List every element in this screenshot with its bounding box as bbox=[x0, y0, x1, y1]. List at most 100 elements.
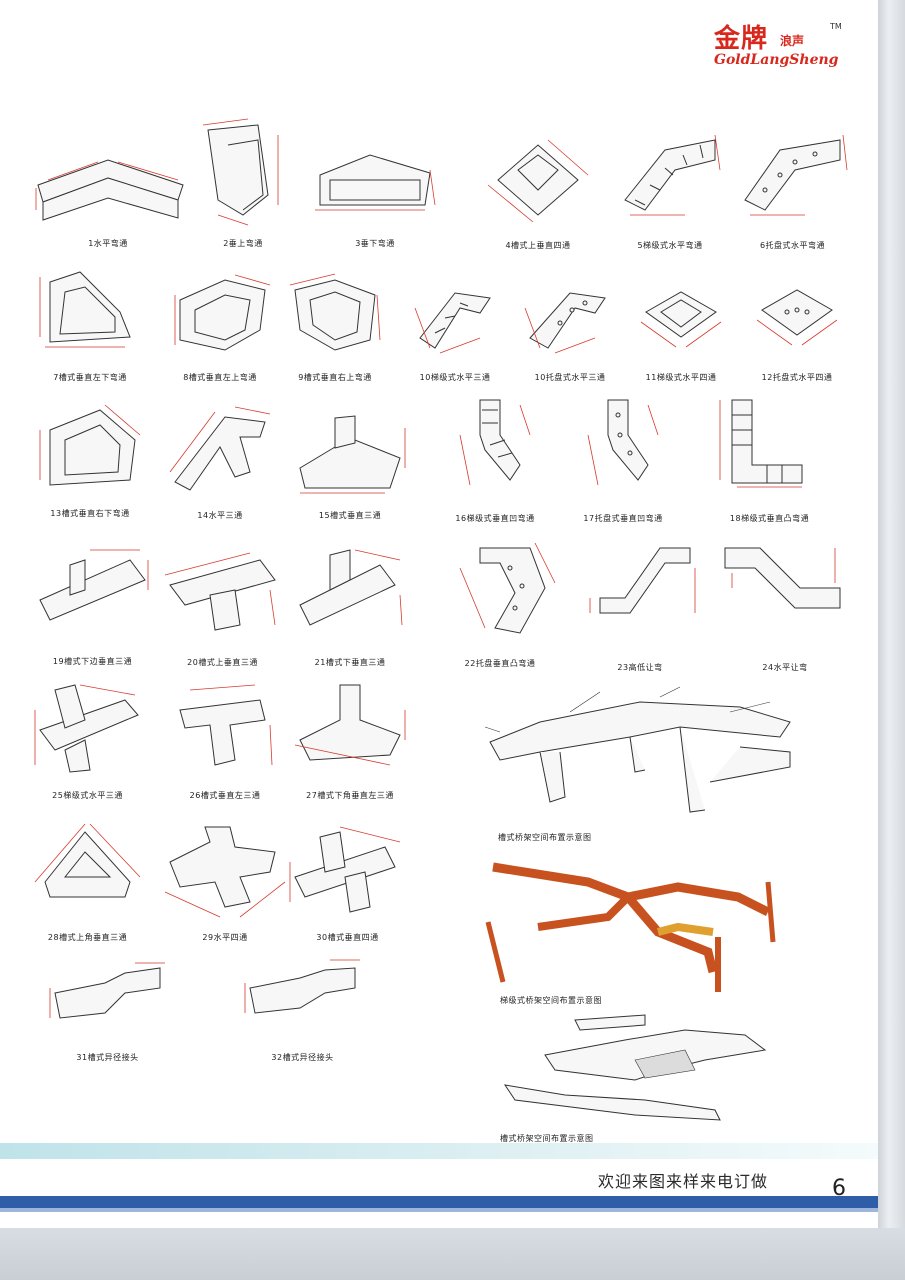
footer-blue-band bbox=[0, 1196, 878, 1208]
fitting-drawing bbox=[744, 134, 848, 216]
fitting-item: 26槽式垂直左三通 bbox=[170, 680, 280, 802]
fitting-caption: 32槽式异径接头 bbox=[271, 1053, 334, 1062]
fitting-caption: 25梯级式水平三通 bbox=[52, 791, 123, 800]
fitting-item: 21槽式下垂直三通 bbox=[290, 545, 410, 668]
fitting-item: 5梯级式水平弯通 bbox=[615, 130, 725, 252]
fitting-item: 30槽式垂直四通 bbox=[285, 822, 410, 944]
fitting-drawing bbox=[244, 959, 360, 1014]
fitting-item: 25梯级式水平三通 bbox=[30, 680, 145, 802]
fitting-drawing bbox=[294, 684, 406, 766]
fitting-drawing bbox=[35, 159, 184, 221]
diagram-caption: 槽式桥架空间布置示意图 bbox=[498, 833, 592, 842]
fitting-caption: 18梯级式垂直凸弯通 bbox=[729, 514, 810, 523]
trough-layout-diagram-1 bbox=[484, 686, 791, 813]
fitting-item: 11梯级式水平四通 bbox=[636, 282, 726, 386]
fitting-item: 10托盘式水平三通 bbox=[520, 278, 620, 386]
fitting-drawing bbox=[34, 684, 139, 773]
fitting-drawing bbox=[39, 404, 141, 486]
fitting-drawing bbox=[289, 273, 381, 351]
fitting-caption: 23高低让弯 bbox=[617, 663, 663, 672]
fitting-item: 23高低让弯 bbox=[580, 538, 700, 672]
fitting-item: 14水平三通 bbox=[165, 402, 275, 520]
page-edge bbox=[878, 0, 905, 1228]
fitting-drawing bbox=[174, 274, 271, 351]
fitting-caption: 27槽式下角垂直左三通 bbox=[306, 791, 394, 800]
fitting-item: 12托盘式水平四通 bbox=[752, 280, 842, 386]
page-number: 6 bbox=[832, 1176, 846, 1201]
footer-cyan-band bbox=[0, 1143, 878, 1159]
fitting-item: 24水平让弯 bbox=[720, 538, 850, 672]
fitting-item: 6托盘式水平弯通 bbox=[735, 130, 850, 252]
fitting-item: 2垂上弯通 bbox=[188, 115, 298, 252]
fitting-item: 15槽式垂直三通 bbox=[290, 408, 410, 520]
fitting-item: 8槽式垂直左上弯通 bbox=[165, 270, 275, 386]
fitting-drawing bbox=[487, 139, 589, 223]
fitting-drawing bbox=[49, 962, 165, 1019]
fitting-caption: 19槽式下边垂直三通 bbox=[52, 657, 133, 666]
fitting-drawing bbox=[624, 134, 721, 216]
trough-layout-diagram-2 bbox=[503, 1014, 767, 1121]
diagram-caption: 梯级式桥架空间布置示意图 bbox=[500, 996, 602, 1005]
ladder-layout-diagram bbox=[485, 862, 776, 992]
logo-cn-sub: 浪声 bbox=[780, 34, 805, 48]
fitting-drawing bbox=[299, 415, 406, 494]
fitting-item: 9槽式垂直右上弯通 bbox=[285, 270, 385, 386]
fitting-item: 7槽式垂直左下弯通 bbox=[30, 262, 150, 386]
fitting-caption: 10梯级式水平三通 bbox=[419, 373, 491, 382]
fitting-caption: 26槽式垂直左三通 bbox=[189, 791, 261, 800]
fitting-caption: 28槽式上角垂直三通 bbox=[47, 933, 128, 942]
fitting-drawing bbox=[39, 549, 149, 621]
fitting-caption: 30槽式垂直四通 bbox=[316, 933, 379, 942]
fitting-item: 16梯级式垂直凹弯通 bbox=[440, 395, 550, 530]
fitting-drawing bbox=[719, 399, 803, 488]
fitting-item: 17托盘式垂直凹弯通 bbox=[568, 395, 678, 530]
fitting-drawing bbox=[459, 399, 531, 486]
fitting-caption: 7槽式垂直左下弯通 bbox=[53, 373, 127, 382]
fitting-drawing bbox=[289, 826, 401, 913]
fitting-drawing bbox=[164, 552, 276, 631]
fitting-caption: 20槽式上垂直三通 bbox=[187, 658, 258, 667]
fitting-drawing bbox=[34, 823, 141, 898]
fitting-caption: 22托盘垂直凸弯通 bbox=[464, 659, 536, 668]
fitting-item: 29水平四通 bbox=[160, 822, 290, 944]
fitting-caption: 16梯级式垂直凹弯通 bbox=[455, 514, 535, 523]
fitting-item: 10梯级式水平三通 bbox=[410, 278, 500, 386]
fitting-item: 32槽式异径接头 bbox=[240, 958, 365, 1066]
fitting-caption: 2垂上弯通 bbox=[223, 239, 263, 248]
fitting-item: 22托盘垂直凸弯通 bbox=[440, 538, 560, 668]
fitting-caption: 4槽式上垂直四通 bbox=[505, 241, 571, 250]
logo-en: GoldLangSheng bbox=[714, 52, 839, 68]
fitting-caption: 24水平让弯 bbox=[762, 663, 808, 672]
fitting-drawing bbox=[589, 547, 696, 614]
fitting-caption: 10托盘式水平三通 bbox=[534, 373, 606, 382]
fitting-drawing bbox=[299, 549, 403, 626]
fitting-caption: 29水平四通 bbox=[202, 933, 248, 942]
fitting-drawing bbox=[164, 826, 286, 918]
fitting-item: 13槽式垂直右下弯通 bbox=[30, 400, 150, 520]
fitting-caption: 5梯级式水平弯通 bbox=[637, 241, 703, 250]
fitting-caption: 1水平弯通 bbox=[88, 239, 128, 248]
fitting-drawing bbox=[459, 542, 556, 634]
fitting-drawing bbox=[315, 154, 436, 211]
fitting-caption: 13槽式垂直右下弯通 bbox=[50, 509, 130, 518]
fitting-drawing bbox=[724, 547, 841, 609]
fitting-drawing bbox=[179, 684, 273, 766]
diagram-caption: 槽式桥架空间布置示意图 bbox=[500, 1134, 594, 1143]
fitting-item: 28槽式上角垂直三通 bbox=[30, 822, 145, 944]
fitting-item: 19槽式下边垂直三通 bbox=[30, 540, 155, 668]
fitting-caption: 3垂下弯通 bbox=[355, 239, 395, 248]
fitting-caption: 6托盘式水平弯通 bbox=[759, 241, 826, 250]
fitting-drawing bbox=[524, 292, 606, 354]
fitting-caption: 11梯级式水平四通 bbox=[645, 373, 717, 382]
fitting-drawing bbox=[169, 406, 271, 491]
fitting-drawing bbox=[640, 291, 722, 348]
fitting-item: 27槽式下角垂直左三通 bbox=[290, 680, 410, 802]
brand-logo: 金牌 浪声 TM GoldLangSheng bbox=[714, 18, 854, 72]
fitting-drawing bbox=[39, 271, 131, 348]
footer-light-band bbox=[0, 1208, 878, 1212]
page-bottom-shadow bbox=[0, 1228, 905, 1280]
fitting-caption: 12托盘式水平四通 bbox=[761, 373, 833, 382]
logo-tm: TM bbox=[830, 22, 842, 31]
fitting-caption: 15槽式垂直三通 bbox=[318, 511, 382, 520]
footer-slogan: 欢迎来图来样来电订做 bbox=[598, 1172, 769, 1191]
